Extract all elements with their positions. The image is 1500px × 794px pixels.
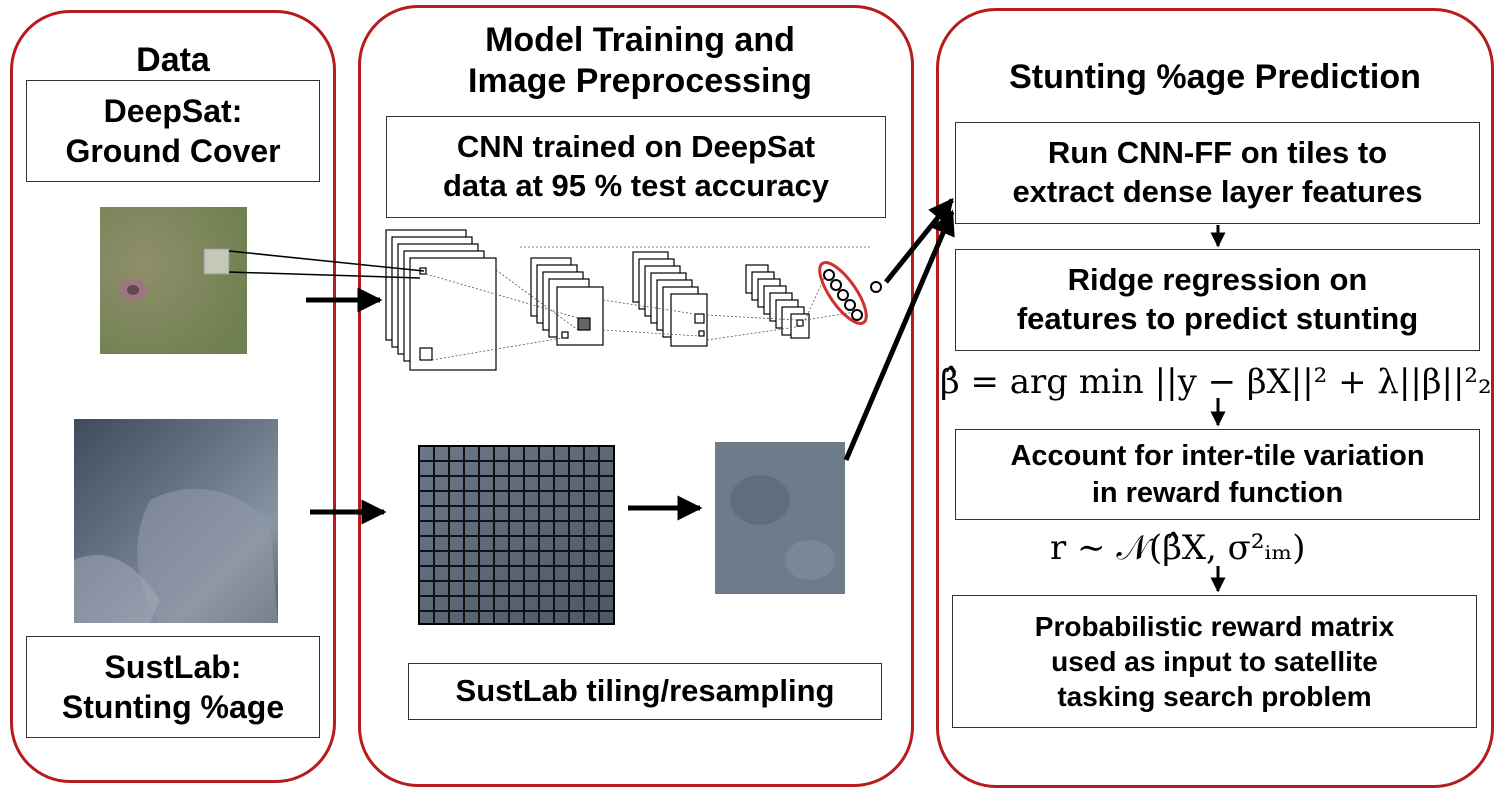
cnn-architecture-diagram [385,229,810,371]
zoom-line-bottom [228,271,421,279]
model-panel-title: Model Training and Image Preprocessing [468,21,812,100]
tiling-box: SustLab tiling/resampling [408,663,882,720]
ridge-equation: β̂ = arg min ||y − βX||² + λ||β||²₂ [940,362,1492,402]
dense-layer-highlight [818,261,868,325]
cnn-training-box: CNN trained on DeepSat data at 95 % test… [386,116,886,218]
data-panel [10,10,336,783]
reward-distribution-equation: r ∼ 𝒩(β̂X, σ²ᵢₘ) [1050,528,1306,568]
step-reward-matrix: Probabilistic reward matrix used as inpu… [952,595,1477,728]
dense-layer-nodes [823,269,882,321]
data-panel-title: Data [136,41,210,79]
tiled-grid-image [418,445,615,625]
deepsat-image [100,207,247,354]
step-cnn-ff: Run CNN-FF on tiles to extract dense lay… [955,122,1480,224]
zoom-line-top [228,250,425,272]
deepsat-label: DeepSat: Ground Cover [26,80,320,182]
sustlab-image [74,419,278,623]
model-panel [358,5,914,787]
resampled-tile-image [715,442,845,594]
step-inter-tile-variation: Account for inter-tile variation in rewa… [955,429,1480,520]
arrow-tile-to-prediction [843,209,955,461]
step-ridge-regression: Ridge regression on features to predict … [955,249,1480,351]
prediction-panel [936,8,1494,788]
cnn-connection-lines [425,246,870,361]
prediction-panel-title: Stunting %age Prediction [1009,58,1421,96]
sustlab-label: SustLab: Stunting %age [26,636,320,738]
